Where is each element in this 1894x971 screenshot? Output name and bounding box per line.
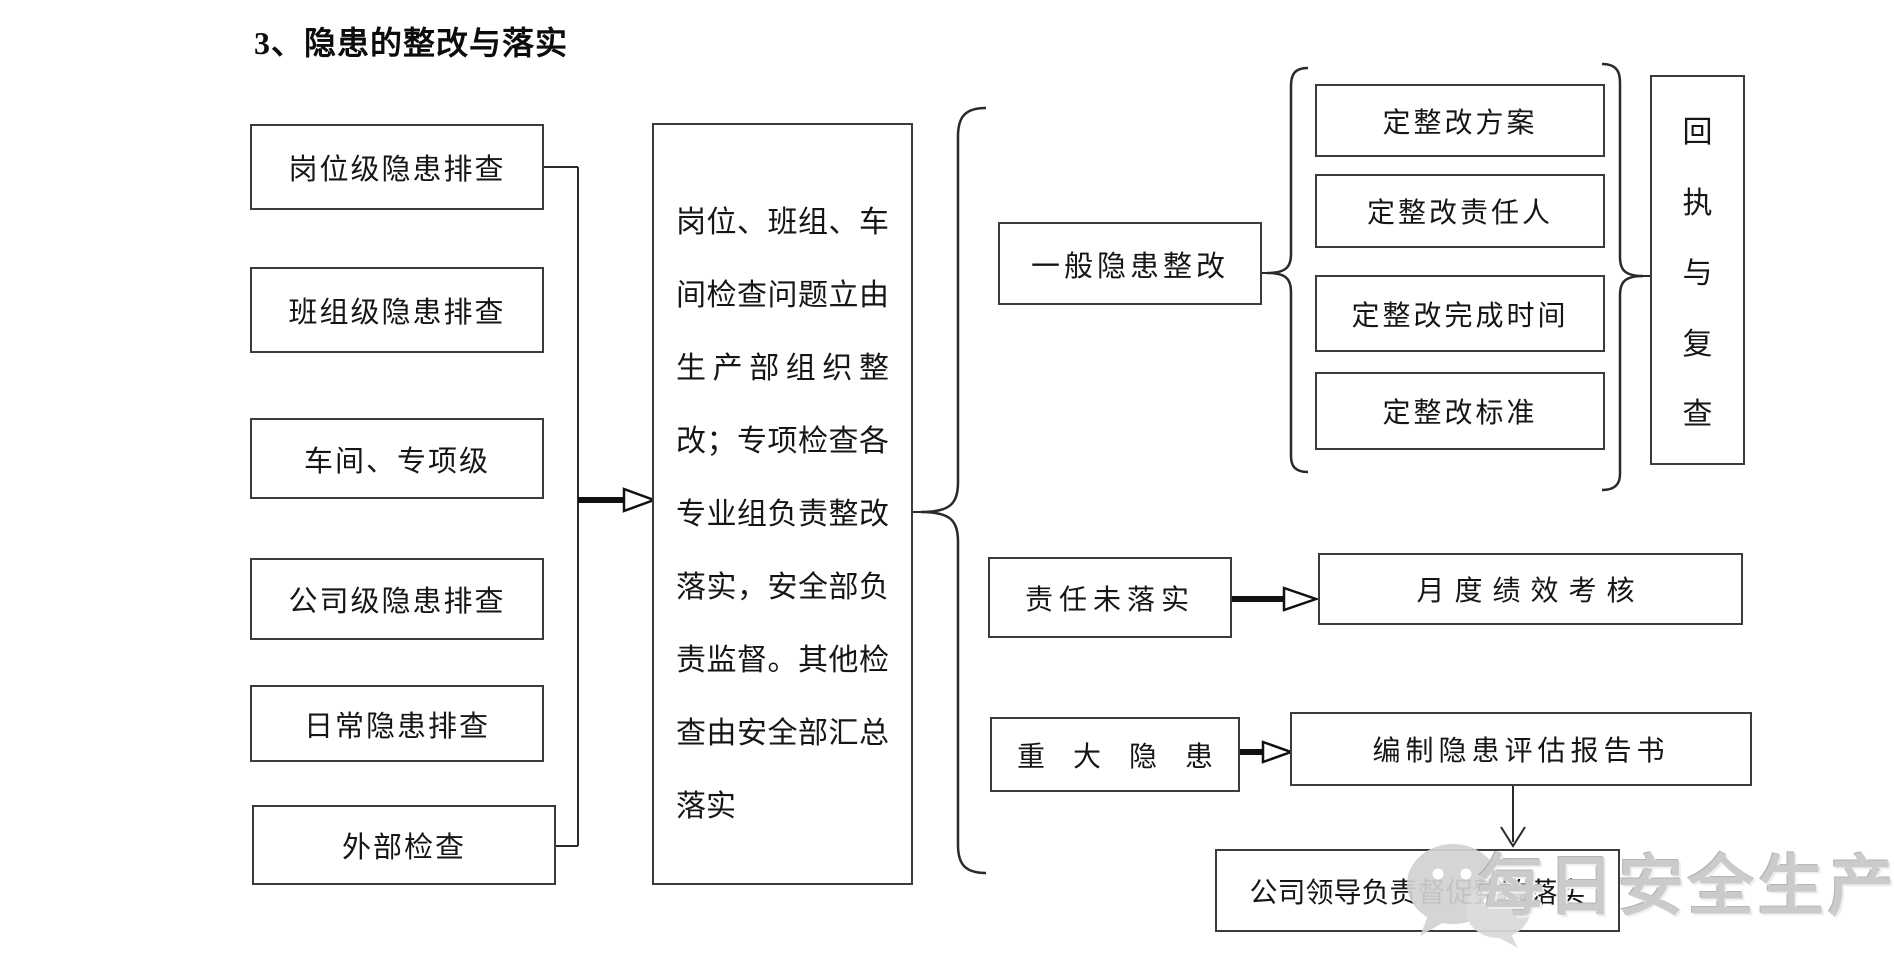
arrow-report-down-head bbox=[1500, 826, 1526, 848]
step-label: 定整改完成时间 bbox=[1351, 300, 1569, 332]
source-label: 公司级隐患排查 bbox=[288, 586, 506, 618]
step-label: 定整改责任人 bbox=[1366, 198, 1553, 229]
major-hazard-box: 重 大 隐 患 bbox=[990, 717, 1240, 792]
receipt-review-label: 回执与复查 bbox=[1682, 116, 1713, 431]
responsibility-label: 责任未落实 bbox=[1024, 584, 1195, 616]
source-label: 日常隐患排查 bbox=[303, 710, 490, 743]
process-line: 岗位、班组、车 bbox=[676, 205, 889, 239]
watermark-text: 每日安全生产 bbox=[1478, 851, 1894, 924]
assessment-report-label: 编制隐患评估报告书 bbox=[1372, 736, 1670, 767]
step-box-plan: 定整改方案 bbox=[1315, 84, 1605, 157]
process-line: 专业组负责整改 bbox=[676, 497, 889, 531]
process-line: 生产部组织整 bbox=[676, 351, 889, 385]
process-line: 落实 bbox=[676, 789, 736, 823]
assessment-report-box: 编制隐患评估报告书 bbox=[1290, 712, 1752, 786]
arrow-responsibility-head bbox=[1282, 586, 1320, 612]
source-label: 岗位级隐患排查 bbox=[288, 154, 506, 186]
source-box-team-level: 班组级隐患排查 bbox=[250, 267, 544, 353]
process-line: 责监督。其他检 bbox=[676, 643, 889, 677]
source-label: 车间、专项级 bbox=[303, 445, 490, 478]
process-line: 改；专项检查各 bbox=[676, 424, 889, 458]
arrow-to-process-head bbox=[622, 487, 658, 513]
process-line: 查由安全部汇总 bbox=[676, 716, 889, 750]
source-box-company-level: 公司级隐患排查 bbox=[250, 558, 544, 640]
process-line: 间检查问题立由 bbox=[676, 278, 889, 312]
receipt-review-box: 回执与复查 bbox=[1650, 75, 1745, 465]
steps-left-brace bbox=[1266, 66, 1309, 474]
step-label: 定整改方案 bbox=[1382, 107, 1538, 139]
source-label: 班组级隐患排查 bbox=[288, 297, 506, 329]
source-box-workshop-special: 车间、专项级 bbox=[250, 418, 544, 499]
general-hazard-box: 一般隐患整改 bbox=[998, 222, 1262, 305]
monthly-performance-box: 月度绩效考核 bbox=[1318, 553, 1743, 625]
monthly-performance-label: 月度绩效考核 bbox=[1416, 576, 1645, 607]
process-line: 落实，安全部负 bbox=[676, 570, 889, 604]
step-box-standard: 定整改标准 bbox=[1315, 372, 1605, 450]
source-box-external: 外部检查 bbox=[252, 805, 556, 885]
big-branch-brace bbox=[920, 106, 987, 875]
step-box-responsible-person: 定整改责任人 bbox=[1315, 174, 1605, 248]
source-box-post-level: 岗位级隐患排查 bbox=[250, 124, 544, 210]
major-hazard-label: 重 大 隐 患 bbox=[1016, 741, 1213, 773]
responsibility-unfulfilled-box: 责任未落实 bbox=[988, 557, 1232, 638]
step-label: 定整改标准 bbox=[1382, 398, 1538, 429]
source-box-daily: 日常隐患排查 bbox=[250, 685, 544, 762]
arrow-major-head bbox=[1261, 740, 1295, 764]
steps-right-brace bbox=[1601, 62, 1644, 492]
general-hazard-label: 一般隐患整改 bbox=[1030, 250, 1229, 283]
source-label: 外部检查 bbox=[341, 832, 466, 864]
wechat-icon bbox=[1407, 844, 1530, 948]
page-title: 3、隐患的整改与落实 bbox=[254, 25, 569, 61]
step-box-completion-time: 定整改完成时间 bbox=[1315, 275, 1605, 352]
process-description-box: 岗位、班组、车 间检查问题立由 生产部组织整 改；专项检查各 专业组负责整改 落… bbox=[652, 123, 913, 885]
